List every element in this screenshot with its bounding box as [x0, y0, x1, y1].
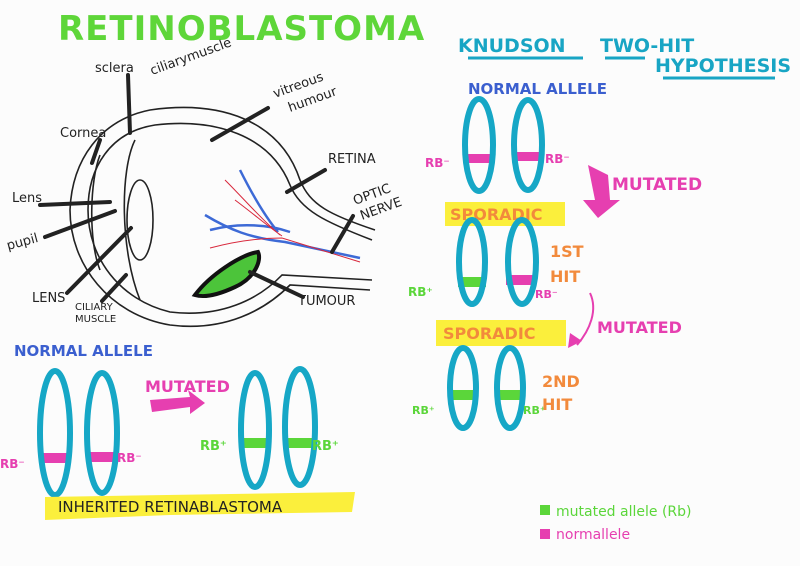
label-tumour: TUMOUR [297, 294, 355, 309]
inherited-caption: INHERITED RETINABLASTOMA [58, 498, 283, 516]
allele-band-normal [514, 152, 544, 161]
label-rb-minus: RB⁻ [545, 152, 570, 166]
arrow-down-icon [583, 165, 620, 218]
allele-band-green [458, 277, 486, 287]
label-rb-plus: RB⁺ [408, 285, 433, 299]
eye-inner-wall [87, 122, 373, 314]
allele-band-normal [464, 154, 494, 163]
main-title: RETINOBLASTOMA [58, 9, 425, 49]
label-lens: Lens [12, 191, 42, 206]
inherited-section: NORMAL ALLELE RB⁻ RB⁻ MUTATED RB⁺ RB⁺ IN… [0, 342, 355, 520]
tumour-shape [191, 249, 261, 298]
allele-band-pink [506, 275, 536, 285]
chromosome [447, 345, 479, 431]
lens-bottom-leader [65, 226, 133, 295]
knudson-title-2: TWO-HIT [600, 35, 694, 57]
eye-diagram: sclera ciliarymuscle vitreous humour Cor… [5, 35, 404, 328]
label-rb-minus: RB⁻ [117, 451, 142, 465]
allele-band-green [496, 390, 524, 400]
label-lens-bottom: LENS [32, 291, 65, 306]
label-retina: RETINA [328, 152, 376, 167]
allele-band-pink [42, 453, 68, 463]
lens-shape [126, 179, 154, 261]
highlight [45, 492, 355, 520]
chromosome [511, 97, 545, 193]
knudson-section: KNUDSON TWO-HIT HYPOTHESIS NORMAL ALLELE… [408, 35, 791, 431]
label-sclera: sclera [95, 61, 134, 76]
blood-vessels-blue [204, 169, 361, 260]
allele-band-green [288, 438, 312, 448]
lens-leader [38, 200, 112, 207]
chromosome [84, 370, 120, 496]
label-cornea: Cornea [60, 126, 106, 141]
label-hit: HIT [542, 395, 572, 414]
label-hit: HIT [550, 267, 580, 286]
sclera-leader [126, 73, 132, 135]
legend-swatch-green [540, 505, 550, 515]
label-rb-plus: RB⁺ [523, 404, 546, 417]
cornea-shape [90, 154, 101, 271]
arrow-curve [576, 292, 595, 346]
arrow-head-icon [568, 333, 582, 348]
knudson-title-3: HYPOTHESIS [655, 55, 791, 77]
label-rb-minus: RB⁻ [535, 288, 558, 301]
allele-band-green [243, 438, 267, 448]
label-mutated: MUTATED [612, 175, 702, 195]
legend: mutated allele (Rb) normallele [540, 504, 691, 543]
label-sporadic: SPORADIC [443, 324, 536, 343]
legend-label-mutated: mutated allele (Rb) [556, 504, 691, 520]
label-rb-plus: RB⁺ [312, 439, 339, 454]
retina-leader [285, 168, 327, 194]
tumour-leader [248, 270, 305, 299]
ciliary-body [123, 139, 141, 301]
label-rb-minus: RB⁻ [425, 156, 450, 170]
chromosome [494, 345, 526, 431]
label-rb-plus: RB⁺ [412, 404, 435, 417]
chromosome [238, 370, 272, 490]
legend-swatch-pink [540, 529, 550, 539]
knudson-title-1: KNUDSON [458, 35, 566, 57]
knudson-normal-allele: NORMAL ALLELE [468, 80, 607, 98]
chromosome [505, 217, 539, 307]
chromosome [37, 368, 73, 498]
inherited-normal-allele: NORMAL ALLELE [14, 342, 153, 360]
label-mutated: MUTATED [145, 377, 230, 396]
arrow-right-icon [150, 390, 205, 414]
allele-band-pink [90, 452, 116, 462]
chromosome [462, 96, 496, 194]
legend-label-normal: normallele [556, 527, 630, 543]
label-rb-plus: RB⁺ [200, 439, 227, 454]
chromosome [456, 217, 488, 307]
eye-outer-wall [69, 106, 376, 328]
chromosome [282, 366, 318, 488]
blood-vessels-red [209, 179, 361, 263]
label-1st: 1ST [550, 242, 584, 261]
ciliary-muscle-leader [100, 273, 128, 303]
label-mutated: MUTATED [597, 318, 682, 337]
allele-band-green [450, 390, 478, 400]
label-muscle: MUSCLE [75, 314, 116, 325]
label-pupil: pupil [5, 231, 40, 254]
highlight [436, 320, 566, 346]
label-2nd: 2ND [542, 372, 580, 391]
label-ciliary: CILIARY [75, 302, 114, 313]
pupil-leader [43, 209, 117, 239]
vitreous-leader [210, 106, 270, 142]
label-rb-minus: RB⁻ [0, 457, 25, 471]
optic-nerve-leader [330, 214, 355, 254]
cornea-leader [90, 138, 102, 165]
